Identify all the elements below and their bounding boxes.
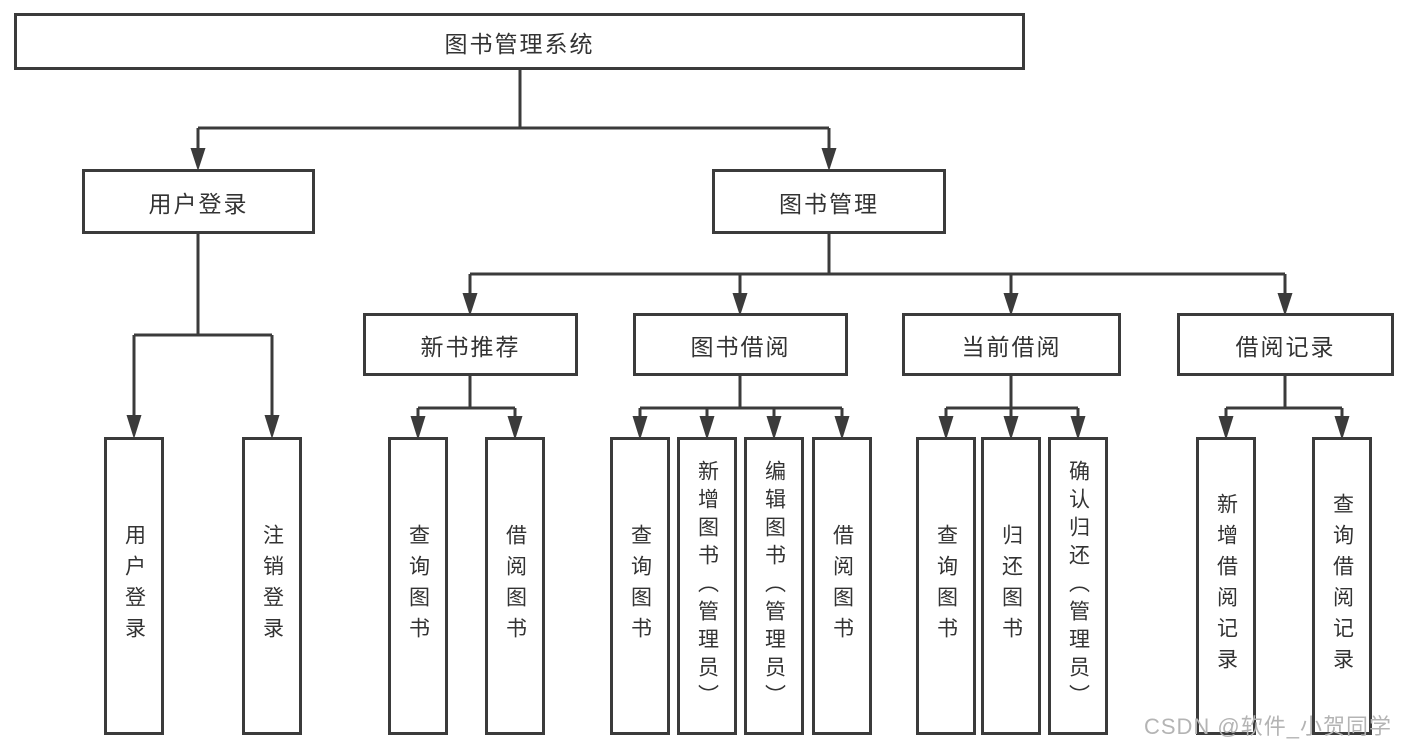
- arrowhead-icon: [1277, 293, 1293, 316]
- connector-root-to-level2: [190, 70, 837, 171]
- leaf-current-confirm-return: 确认归还（管理员）: [1048, 437, 1108, 735]
- leaf-current-query-label: 查询图书: [934, 524, 958, 648]
- leaf-borrow-edit-book: 编辑图书（管理员）: [744, 437, 804, 735]
- leaf-records-query: 查询借阅记录: [1312, 437, 1372, 735]
- node-new-books-label: 新书推荐: [420, 333, 521, 360]
- arrowhead-icon: [410, 416, 426, 440]
- leaf-current-confirm-return-label: 确认归还（管理员）: [1066, 460, 1090, 712]
- arrowhead-icon: [507, 416, 523, 440]
- arrowhead-icon: [632, 416, 648, 440]
- leaf-logout-label: 注销登录: [260, 524, 284, 648]
- leaf-borrow-book: 借阅图书: [812, 437, 872, 735]
- leaf-borrow-query-label: 查询图书: [628, 524, 652, 648]
- leaf-borrow-add-book-label: 新增图书（管理员）: [695, 460, 719, 712]
- leaf-records-query-label: 查询借阅记录: [1330, 493, 1354, 679]
- arrowhead-icon: [821, 148, 837, 171]
- connector-current-borrow-to-leaves: [938, 376, 1086, 440]
- leaf-user-login: 用户登录: [104, 437, 164, 735]
- leaf-newbooks-query-label: 查询图书: [406, 524, 430, 648]
- node-borrow-records: 借阅记录: [1177, 313, 1394, 376]
- connector-user-login-to-leaves: [126, 234, 280, 439]
- leaf-newbooks-borrow-label: 借阅图书: [503, 524, 527, 648]
- leaf-records-add: 新增借阅记录: [1196, 437, 1256, 735]
- leaf-current-return-label: 归还图书: [999, 524, 1023, 648]
- connector-book-borrow-to-leaves: [632, 376, 850, 440]
- connector-book-mgmt-to-level3: [462, 234, 1293, 316]
- leaf-borrow-edit-book-label: 编辑图书（管理员）: [762, 460, 786, 712]
- arrowhead-icon: [1070, 416, 1086, 440]
- arrowhead-icon: [1218, 416, 1234, 440]
- leaf-borrow-book-label: 借阅图书: [830, 524, 854, 648]
- node-borrow-records-label: 借阅记录: [1235, 333, 1336, 360]
- node-new-books: 新书推荐: [363, 313, 578, 376]
- node-current-borrow-label: 当前借阅: [961, 333, 1062, 360]
- arrowhead-icon: [1003, 293, 1019, 316]
- arrowhead-icon: [1334, 416, 1350, 440]
- leaf-current-return: 归还图书: [981, 437, 1041, 735]
- node-user-login: 用户登录: [82, 169, 315, 234]
- arrowhead-icon: [938, 416, 954, 440]
- leaf-records-add-label: 新增借阅记录: [1214, 493, 1238, 679]
- arrowhead-icon: [1003, 416, 1019, 440]
- arrowhead-icon: [462, 293, 478, 316]
- arrowhead-icon: [766, 416, 782, 440]
- leaf-logout: 注销登录: [242, 437, 302, 735]
- arrowhead-icon: [699, 416, 715, 440]
- arrowhead-icon: [834, 416, 850, 440]
- arrowhead-icon: [190, 148, 206, 171]
- node-book-borrow-label: 图书借阅: [690, 333, 791, 360]
- leaf-borrow-add-book: 新增图书（管理员）: [677, 437, 737, 735]
- leaf-newbooks-query: 查询图书: [388, 437, 448, 735]
- node-user-login-label: 用户登录: [148, 190, 249, 217]
- arrowhead-icon: [732, 293, 748, 316]
- connector-borrow-records-to-leaves: [1218, 376, 1350, 440]
- node-book-borrow: 图书借阅: [633, 313, 848, 376]
- node-book-mgmt: 图书管理: [712, 169, 946, 234]
- node-book-mgmt-label: 图书管理: [779, 190, 879, 217]
- node-current-borrow: 当前借阅: [902, 313, 1121, 376]
- node-root: 图书管理系统: [14, 13, 1025, 70]
- leaf-borrow-query: 查询图书: [610, 437, 670, 735]
- connector-new-books-to-leaves: [410, 376, 523, 440]
- leaf-newbooks-borrow: 借阅图书: [485, 437, 545, 735]
- csdn-watermark: CSDN @软件_小贺同学: [1143, 714, 1392, 739]
- arrowhead-icon: [264, 415, 280, 439]
- node-root-label: 图书管理系统: [444, 30, 595, 57]
- arrowhead-icon: [126, 415, 142, 439]
- leaf-user-login-label: 用户登录: [122, 524, 146, 648]
- leaf-current-query: 查询图书: [916, 437, 976, 735]
